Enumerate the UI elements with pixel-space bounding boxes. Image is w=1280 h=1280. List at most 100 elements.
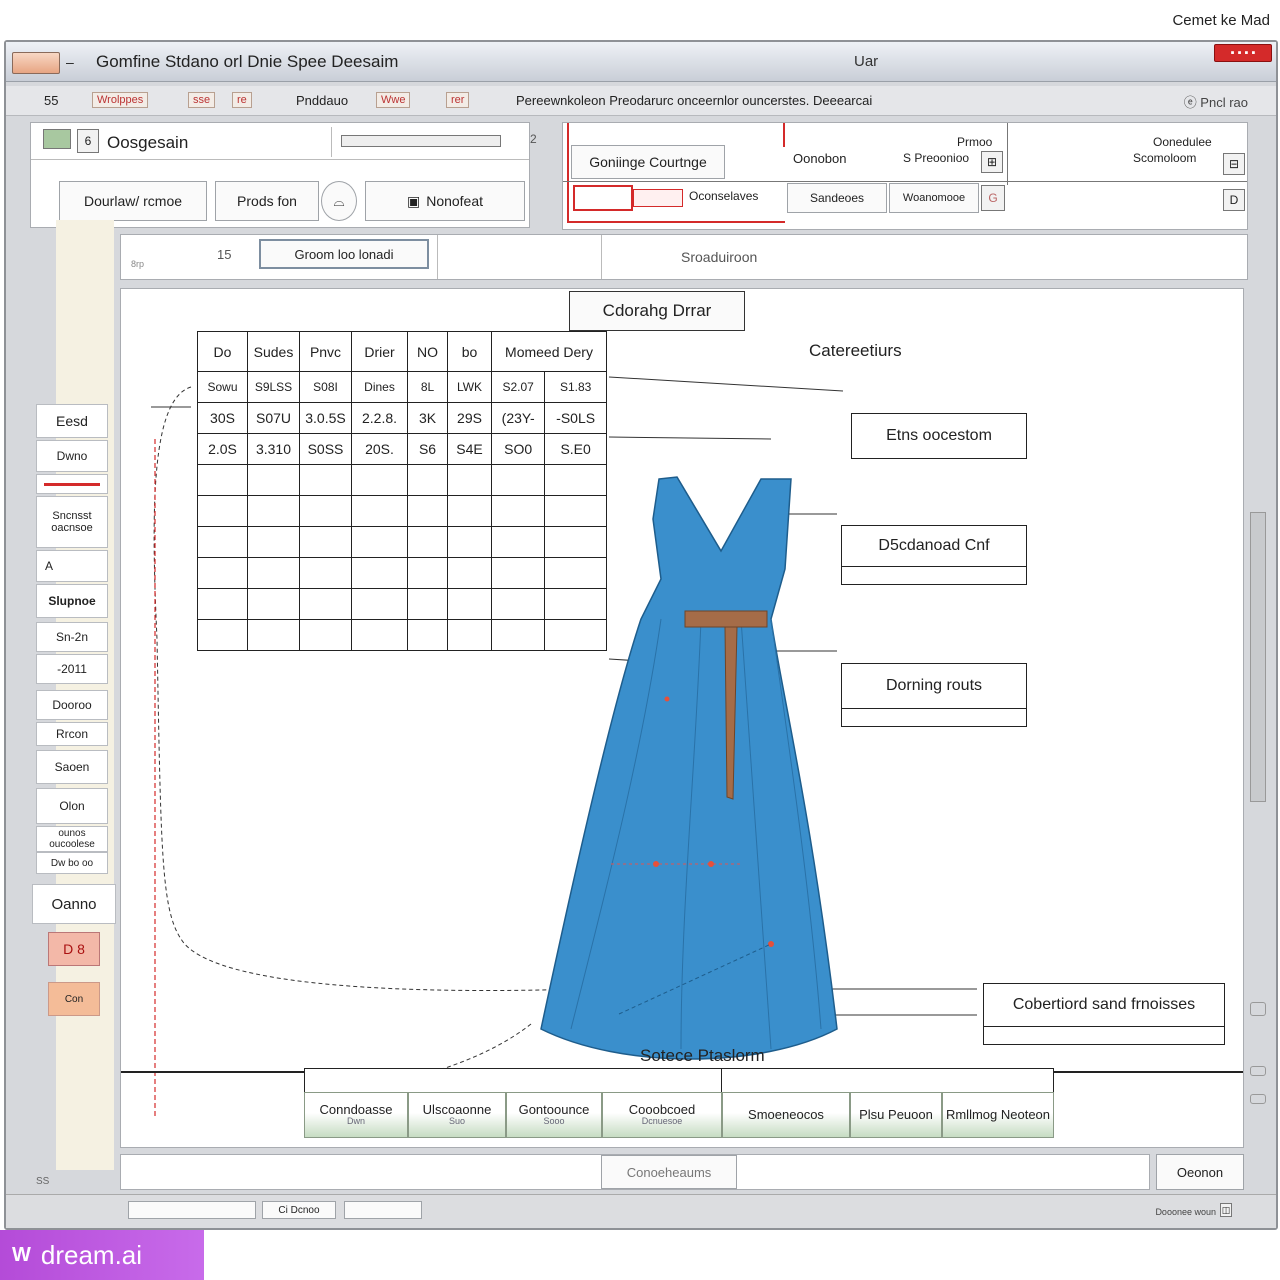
sidebar-item-2[interactable] <box>36 474 108 494</box>
tool-label: Rmllmog Neoteon <box>945 1106 1051 1122</box>
sidebar-item-7[interactable]: -2011 <box>36 654 108 684</box>
table-cell: S0SS <box>299 433 352 465</box>
sidebar-item-5[interactable]: Slupnoe <box>36 584 108 618</box>
mannequin-icon[interactable]: ⌓ <box>321 181 357 221</box>
column-label-3b: Scomoloom <box>1133 151 1197 165</box>
user-label[interactable]: Uar <box>854 53 879 70</box>
sidebar-badge[interactable]: D 8 <box>48 932 100 966</box>
scroll-button[interactable] <box>1250 1094 1266 1104</box>
products-button[interactable]: Prods fon <box>215 181 319 221</box>
tool-button-5[interactable]: Plsu Peuoon <box>850 1092 942 1138</box>
dashed-connector <box>153 386 582 992</box>
table-cell: Sowu <box>197 371 248 403</box>
footer-right-button[interactable]: Oeonon <box>1156 1154 1244 1190</box>
sidebar-bottom-label[interactable]: Oanno <box>32 884 116 924</box>
tool-button-4[interactable]: Smoeneocos <box>722 1092 850 1138</box>
annotation-box-2[interactable]: Dorning routs <box>841 663 1027 709</box>
table-cell: -S0LS <box>544 402 607 434</box>
watermark: W dream.ai <box>0 1230 204 1280</box>
tab-number: 2 <box>530 132 537 146</box>
menu-description: Pereewnkoleon Preodarurc onceernlor ounc… <box>516 93 873 108</box>
menu-item-2[interactable]: sse <box>188 92 216 108</box>
table-cell: 3.0.5S <box>299 402 352 434</box>
tab-courtage[interactable]: Goniinge Courtnge <box>571 145 725 179</box>
vertical-scrollbar[interactable] <box>1250 512 1266 802</box>
sidebar-item-11[interactable]: Olon <box>36 788 108 824</box>
divider <box>331 127 332 157</box>
annotation-box-3[interactable]: Cobertiord sand frnoisses <box>983 983 1225 1027</box>
annotation-box-1[interactable]: D5cdanoad Cnf <box>841 525 1027 567</box>
divider <box>437 235 438 279</box>
woanomooe-button[interactable]: Woanomooe <box>889 183 979 213</box>
sidebar-item-8[interactable]: Dooroo <box>36 690 108 720</box>
table-row <box>197 526 607 558</box>
footer-left-number: SS <box>36 1176 50 1187</box>
divider <box>31 159 529 160</box>
document-icon[interactable]: D <box>1223 189 1245 211</box>
red-swatch[interactable] <box>573 185 633 211</box>
tool-label: Conndoasse <box>319 1101 393 1117</box>
tool-label: Smoeneocos <box>748 1106 824 1122</box>
status-tab-2[interactable] <box>344 1201 422 1219</box>
table-header: Momeed Dery <box>491 331 607 372</box>
scroll-button[interactable] <box>1250 1066 1266 1076</box>
sidebar-item-10[interactable]: Saoen <box>36 750 108 784</box>
close-icon: ▪ ▪ ▪ ▪ <box>1230 47 1256 59</box>
tool-label: Plsu Peuoon <box>859 1106 933 1122</box>
window-menu-icon[interactable]: – <box>66 54 74 70</box>
status-center-text: Sroaduiroon <box>681 249 758 265</box>
app-icon <box>12 52 60 74</box>
grooming-button[interactable]: Groom loo lonadi <box>259 239 429 269</box>
sidebar-item-3[interactable]: Sncnsst oacnsoe <box>36 496 108 548</box>
status-tab-0[interactable] <box>128 1201 256 1219</box>
menu-right-item[interactable]: ⓔ Pncl rao <box>1183 95 1248 110</box>
scroll-button[interactable] <box>1250 1002 1266 1016</box>
belt-tail <box>724 626 738 800</box>
sidebar-item-13[interactable]: Dw bo oo <box>36 852 108 874</box>
tool-sublabel: Dwn <box>346 1116 365 1127</box>
status-tab-1[interactable]: Ci Dcnoo <box>262 1201 336 1219</box>
annotation-box-2-sub <box>841 709 1027 727</box>
selection-frame-edge <box>783 123 785 147</box>
tool-label: Ulscoaonne <box>422 1101 492 1117</box>
sidebar-item-12[interactable]: ounos oucoolese <box>36 826 108 852</box>
sandeoes-button[interactable]: Sandeoes <box>787 183 887 213</box>
footer-center-button[interactable]: Conoeheaums <box>601 1155 737 1189</box>
table-cell: 3K <box>407 402 448 434</box>
menu-item-5[interactable]: Wwe <box>376 92 411 108</box>
expand-icon[interactable]: ⊟ <box>1223 153 1245 175</box>
sidebar-item-6[interactable]: Sn-2n <box>36 622 108 652</box>
notepad-button[interactable]: ▣Nonofeat <box>365 181 525 221</box>
close-button[interactable]: ▪ ▪ ▪ ▪ <box>1214 44 1272 62</box>
column-label-2b: S Preoonioo <box>903 151 970 165</box>
menu-item-4[interactable]: Pnddauo <box>296 93 349 108</box>
download-button[interactable]: Dourlaw/ rcmoe <box>59 181 207 221</box>
annotation-box-0[interactable]: Etns oocestom <box>851 413 1027 459</box>
menu-item-1[interactable]: Wrolppes <box>92 92 149 108</box>
sidebar-item-9[interactable]: Rrcon <box>36 722 108 746</box>
grid-icon[interactable]: ⊞ <box>981 151 1003 173</box>
edit-icon[interactable]: G <box>981 185 1005 211</box>
menu-item-0[interactable]: 55 <box>44 93 59 108</box>
menu-bar: 55 Wrolppes sse re Pnddauo Wwe rer Peree… <box>6 86 1276 116</box>
table-cell: 29S <box>447 402 492 434</box>
window-title: Gomfine Stdano orl Dnie Spee Deesaim <box>96 52 399 71</box>
red-swatch-2[interactable] <box>633 189 683 207</box>
sidebar-item-4[interactable]: A <box>36 550 108 582</box>
sidebar-item-0[interactable]: Eesd <box>36 404 108 438</box>
tool-button-6[interactable]: Rmllmog Neoteon <box>942 1092 1054 1138</box>
menu-item-3[interactable]: re <box>232 92 252 108</box>
table-cell: 2.0S <box>197 433 248 465</box>
table-header-row: Do Sudes Pnvc Drier NO bo Momeed Dery <box>197 331 607 372</box>
menu-item-6[interactable]: rer <box>446 92 470 108</box>
sidebar-small-button[interactable]: Con <box>48 982 100 1016</box>
status-icon[interactable]: ◫ <box>1220 1203 1232 1217</box>
sidebar-item-1[interactable]: Dwno <box>36 440 108 472</box>
scroll-slider[interactable] <box>341 135 501 147</box>
table-cell: S2.07 <box>490 371 546 403</box>
